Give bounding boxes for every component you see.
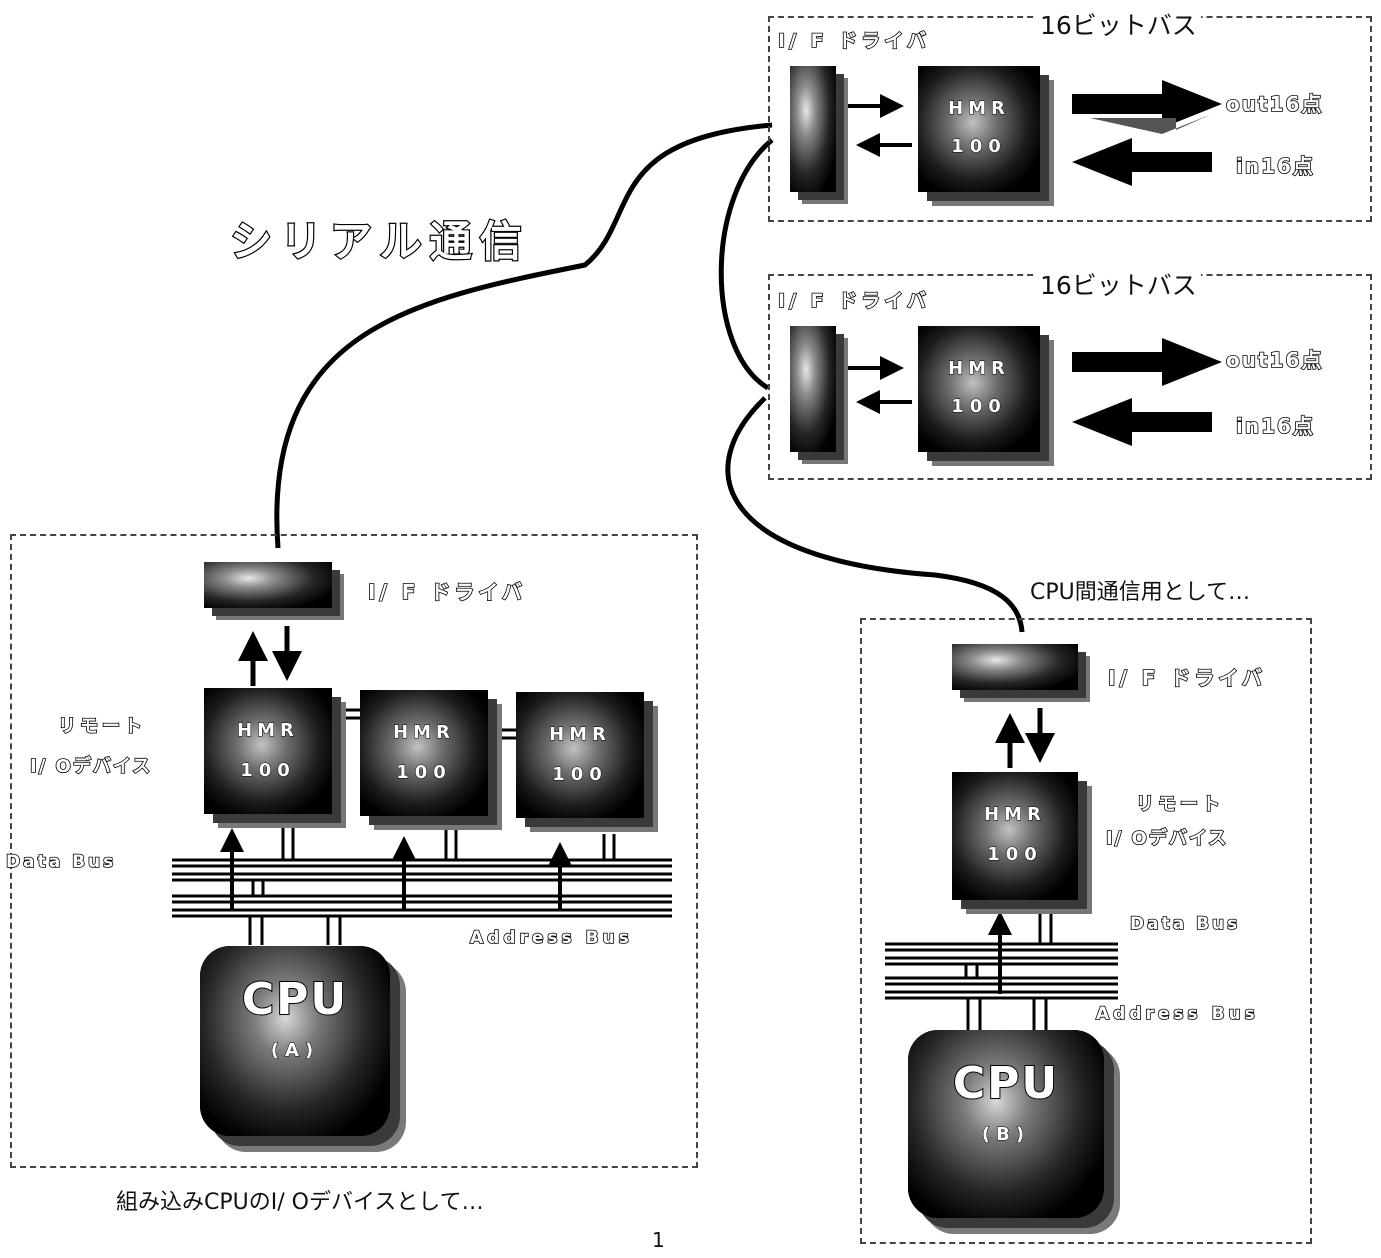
in-arrow-1 <box>1072 138 1212 186</box>
remote-io-label-a-line1: リモート <box>57 715 146 738</box>
hmr-chip-module-2: HMR 100 <box>918 326 1040 452</box>
out-arrow-1 <box>1072 80 1222 128</box>
cpu-b-sub-label: (B) <box>981 1124 1031 1146</box>
address-bus-label-b: Address Bus <box>1095 1003 1259 1025</box>
serial-cable-b <box>725 396 1025 633</box>
in16-label-1: in16点 <box>1235 153 1315 179</box>
hmr-label-line1: HMR <box>984 804 1046 826</box>
data-bus-label-a: Data Bus <box>5 851 117 873</box>
hmr-label-line1: HMR <box>948 358 1010 380</box>
remote-io-label-b-line2: I/ Oデバイス <box>1105 827 1229 850</box>
if-driver-chip-a <box>204 562 332 608</box>
frame-cpu-a-system <box>10 534 698 1168</box>
serial-cable-link <box>718 138 774 391</box>
serial-cable-a <box>274 122 773 549</box>
cpu-b-label: CPU <box>952 1057 1060 1110</box>
if-driver-chip-1 <box>790 66 836 192</box>
if-driver-chip-b <box>952 644 1078 690</box>
hmr-chip-module-1: HMR 100 <box>918 66 1040 192</box>
data-bus-label-b: Data Bus <box>1129 913 1241 935</box>
cpu-a: CPU (A) <box>200 946 390 1136</box>
hmr-chip-b: HMR 100 <box>952 772 1078 900</box>
hmr-label-line2: 100 <box>951 136 1007 158</box>
out16-label-2: out16点 <box>1225 347 1324 373</box>
if-driver-label-1: I/ F ドライバ <box>777 29 930 53</box>
hmr-label-line2: 100 <box>396 762 452 784</box>
bus16-label-1: 16ビットバス <box>1036 6 1201 42</box>
remote-io-label-b-line1: リモート <box>1135 793 1224 816</box>
hmr-label-line2: 100 <box>987 844 1043 866</box>
out-arrow-1-shadow <box>1090 114 1212 134</box>
hmr-chip-a2: HMR 100 <box>360 690 488 816</box>
diagram-title: シリアル通信 <box>229 216 530 267</box>
hmr-label-line2: 100 <box>552 764 608 786</box>
hmr-interconnect <box>334 708 518 740</box>
out-arrow-2 <box>1072 338 1222 386</box>
out16-label-1: out16点 <box>1225 91 1324 117</box>
bus-lines-a <box>172 858 672 918</box>
hmr-chip-a1: HMR 100 <box>204 688 332 814</box>
cpu-b: CPU (B) <box>908 1030 1104 1218</box>
if-driver-label-b: I/ F ドライバ <box>1107 665 1266 691</box>
hmr-label-line1: HMR <box>393 722 455 744</box>
if-driver-label-2: I/ F ドライバ <box>777 289 930 313</box>
hmr-label-line1: HMR <box>549 724 611 746</box>
in16-label-2: in16点 <box>1235 413 1315 439</box>
if-driver-chip-2 <box>790 326 836 452</box>
hmr-label-line1: HMR <box>948 98 1010 120</box>
bus-stubs-b <box>964 905 1053 1030</box>
frame-cpu-b-system <box>860 618 1312 1244</box>
hmr-chip-a3: HMR 100 <box>516 692 644 818</box>
hmr-label-line1: HMR <box>237 720 299 742</box>
in-arrow-2 <box>1072 398 1212 446</box>
caption-cpu-b: CPU間通信用として… <box>1030 580 1251 605</box>
page-number: 1 <box>652 1228 665 1252</box>
hmr-label-line2: 100 <box>240 760 296 782</box>
caption-cpu-a: 組み込みCPUのI/ Oデバイスとして… <box>116 1190 484 1215</box>
hmr-label-line2: 100 <box>951 396 1007 418</box>
cpu-a-sub-label: (A) <box>270 1040 320 1062</box>
if-driver-label-a: I/ F ドライバ <box>367 579 526 605</box>
cpu-a-label: CPU <box>241 973 349 1026</box>
bus-stubs-a <box>248 818 616 945</box>
remote-io-label-a-line2: I/ Oデバイス <box>29 755 153 778</box>
address-bus-label-a: Address Bus <box>469 927 633 949</box>
bus16-label-2: 16ビットバス <box>1036 266 1201 302</box>
